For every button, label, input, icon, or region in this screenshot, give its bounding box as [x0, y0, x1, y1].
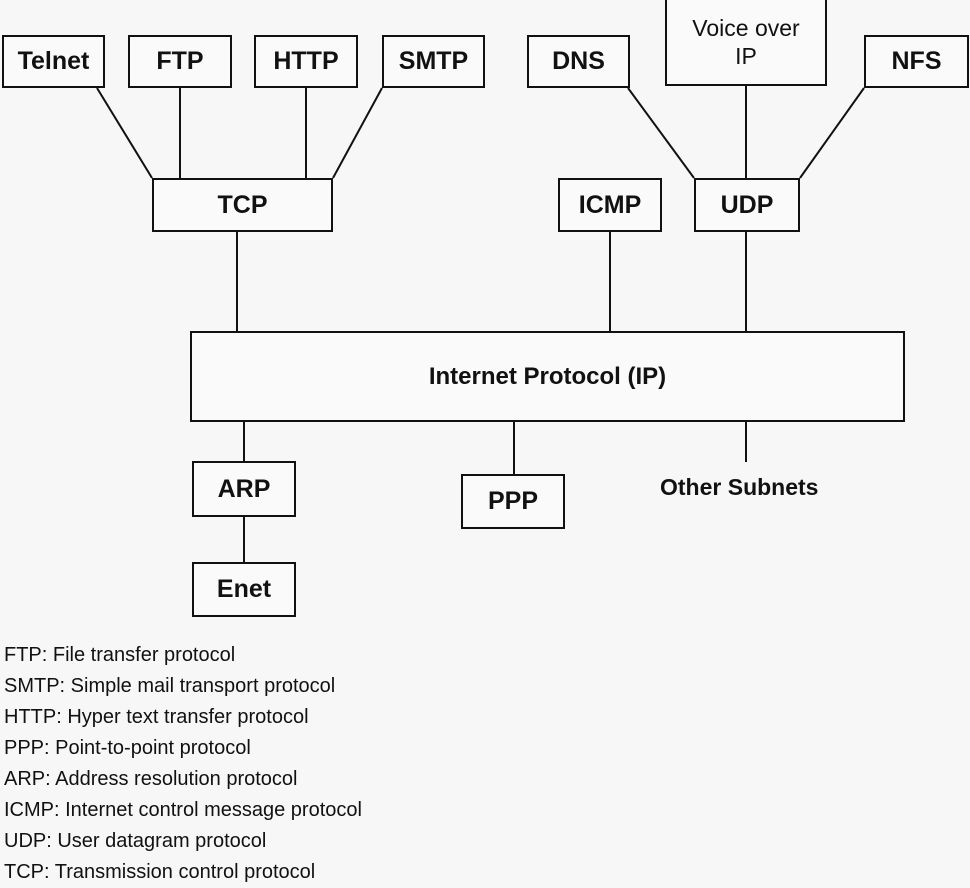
legend-item: UDP: User datagram protocol [4, 830, 267, 852]
icmp-box: ICMP [558, 178, 662, 232]
ppp-box: PPP [461, 474, 565, 529]
abbreviation-legend: FTP: File transfer protocol SMTP: Simple… [4, 640, 362, 888]
legend-item: SMTP: Simple mail transport protocol [4, 675, 336, 697]
legend-item: ICMP: Internet control message protocol [4, 799, 362, 821]
line-telnet-tcp [96, 87, 153, 179]
legend-item: ARP: Address resolution protocol [4, 768, 298, 790]
telnet-box: Telnet [2, 35, 105, 88]
tcp-box: TCP [152, 178, 333, 232]
ip-box: Internet Protocol (IP) [190, 331, 905, 422]
nfs-box: NFS [864, 35, 969, 88]
other-subnets-label: Other Subnets [660, 474, 819, 500]
legend-item: TCP: Transmission control protocol [4, 861, 316, 883]
arp-box: ARP [192, 461, 296, 517]
voip-box: Voice over IP [665, 0, 827, 86]
legend-item: HTTP: Hyper text transfer protocol [4, 706, 309, 728]
legend-item: PPP: Point-to-point protocol [4, 737, 251, 759]
udp-box: UDP [694, 178, 800, 232]
legend-item: FTP: File transfer protocol [4, 644, 236, 666]
dns-box: DNS [527, 35, 630, 88]
enet-box: Enet [192, 562, 296, 617]
ftp-box: FTP [128, 35, 232, 88]
line-dns-udp [627, 87, 695, 179]
line-smtp-tcp [332, 87, 383, 179]
smtp-box: SMTP [382, 35, 485, 88]
line-nfs-udp [799, 87, 865, 179]
http-box: HTTP [254, 35, 358, 88]
